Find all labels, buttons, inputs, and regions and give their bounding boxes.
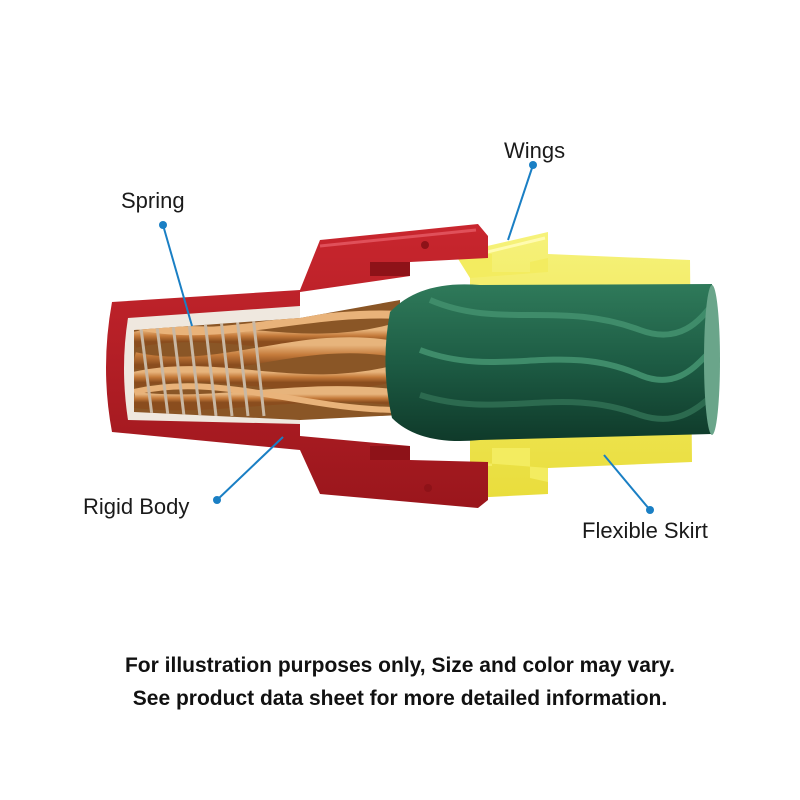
spring-coil xyxy=(138,305,266,417)
disclaimer-line-2: See product data sheet for more detailed… xyxy=(132,687,668,710)
label-wings: Wings xyxy=(504,138,566,163)
disclaimer-line-1: For illustration purposes only, Size and… xyxy=(124,654,676,677)
label-flexible-skirt: Flexible Skirt xyxy=(582,518,708,543)
callouts xyxy=(159,161,654,514)
wings-callout-dot xyxy=(529,161,537,169)
rigid-body-callout-dot xyxy=(213,496,221,504)
wing-bottom xyxy=(455,448,548,482)
flexible-skirt-callout-dot xyxy=(646,506,654,514)
label-spring: Spring xyxy=(121,188,185,213)
spring-callout-dot xyxy=(159,221,167,229)
green-wire xyxy=(385,284,720,442)
wing-top xyxy=(455,254,548,278)
label-rigid-body: Rigid Body xyxy=(83,494,190,519)
